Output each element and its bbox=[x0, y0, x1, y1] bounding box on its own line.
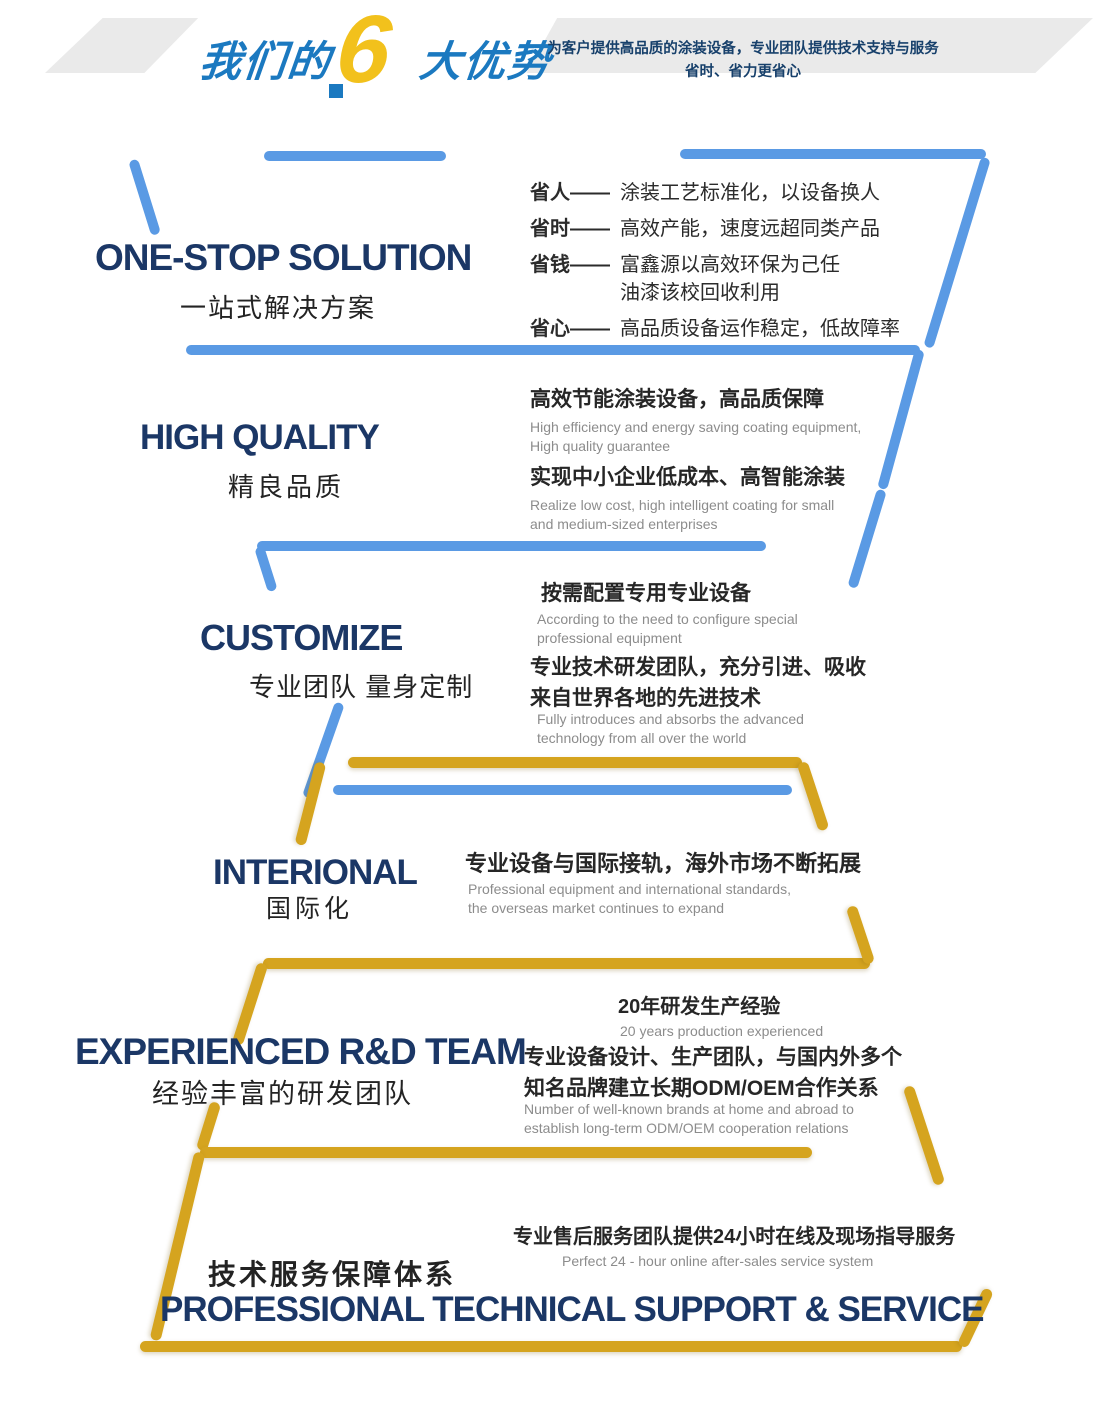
connector-yellow-8 bbox=[200, 1147, 812, 1158]
section-customize-title-cn: 专业团队 量身定制 bbox=[249, 672, 474, 702]
connector-blue-2 bbox=[264, 151, 446, 161]
customize-point-cn: 专业技术研发团队，充分引进、吸收 来自世界各地的先进技术 bbox=[530, 656, 866, 710]
connector-yellow-4 bbox=[263, 958, 870, 969]
list-item: 省人—— 涂装工艺标准化，以设备换人 bbox=[530, 179, 900, 207]
support-point-en: Perfect 24 - hour online after-sales ser… bbox=[562, 1253, 874, 1269]
item-label: 省心—— bbox=[530, 318, 610, 340]
header-tagline: 为客户提供高品质的涂装设备，专业团队提供技术支持与服务 省时、省力更省心 bbox=[545, 38, 941, 84]
list-item: 省心—— 高品质设备运作稳定，低故障率 bbox=[530, 315, 900, 343]
section-customize-title-en: CUSTOMIZE bbox=[200, 617, 403, 658]
rd-team-point-en: Number of well-known brands at home and … bbox=[524, 1101, 854, 1136]
item-text: 富鑫源以高效环保为己任 油漆该校回收利用 bbox=[620, 254, 840, 304]
section-one-stop-title-en: ONE-STOP SOLUTION bbox=[95, 237, 472, 278]
item-label: 省人—— bbox=[530, 182, 610, 204]
section-rd-team-title-cn: 经验丰富的研发团队 bbox=[152, 1079, 413, 1109]
list-item: 省时—— 高效产能，速度远超同类产品 bbox=[530, 215, 900, 243]
international-point-cn: 专业设备与国际接轨，海外市场不断拓展 bbox=[465, 851, 862, 876]
connector-blue-11 bbox=[333, 785, 792, 795]
header-title-suffix: 大优势 bbox=[417, 38, 555, 85]
connector-yellow-1 bbox=[348, 757, 802, 768]
item-label: 省钱—— bbox=[530, 254, 610, 276]
connector-blue-5 bbox=[186, 345, 920, 355]
customize-point-cn: 按需配置专用专业设备 bbox=[541, 582, 751, 605]
item-text: 涂装工艺标准化，以设备换人 bbox=[620, 182, 880, 204]
connector-blue-6 bbox=[877, 348, 925, 491]
section-high-quality-title-cn: 精良品质 bbox=[228, 472, 345, 502]
connector-yellow-9 bbox=[902, 1084, 946, 1187]
connector-yellow-5 bbox=[845, 904, 876, 966]
rd-team-point-cn: 20年研发生产经验 bbox=[618, 996, 781, 1018]
high-quality-point-en: Realize low cost, high intelligent coati… bbox=[530, 497, 835, 532]
rd-team-point-cn: 专业设备设计、生产团队，与国内外多个 知名品牌建立长期ODM/OEM合作关系 bbox=[524, 1046, 902, 1100]
connector-blue-9 bbox=[254, 545, 278, 593]
high-quality-point-cn: 实现中小企业低成本、高智能涂装 bbox=[530, 466, 845, 489]
connector-blue-8 bbox=[257, 541, 766, 551]
rd-team-point-en: 20 years production experienced bbox=[620, 1023, 824, 1039]
customize-point-en: Fully introduces and absorbs the advance… bbox=[537, 711, 804, 746]
high-quality-point-cn: 高效节能涂装设备，高品质保障 bbox=[530, 388, 824, 411]
high-quality-point-en: High efficiency and energy saving coatin… bbox=[530, 419, 862, 454]
connector-yellow-2 bbox=[796, 760, 830, 832]
international-point-en: Professional equipment and international… bbox=[468, 881, 791, 916]
section-support-title-cn: 技术服务保障体系 bbox=[208, 1259, 457, 1290]
section-support-title-en: PROFESSIONAL TECHNICAL SUPPORT & SERVICE bbox=[160, 1290, 984, 1329]
header-tagline-line2: 省时、省力更省心 bbox=[685, 64, 801, 80]
item-label: 省时—— bbox=[530, 218, 610, 240]
connector-blue-4 bbox=[923, 156, 991, 349]
connector-blue-3 bbox=[680, 149, 986, 159]
connector-blue-7 bbox=[847, 488, 887, 590]
item-text: 高品质设备运作稳定，低故障率 bbox=[620, 318, 900, 340]
section-one-stop-title-cn: 一站式解决方案 bbox=[180, 293, 377, 323]
item-text: 高效产能，速度远超同类产品 bbox=[620, 218, 880, 240]
section-international-title-cn: 国际化 bbox=[266, 895, 354, 923]
section-one-stop-items: 省人—— 涂装工艺标准化，以设备换人 省时—— 高效产能，速度远超同类产品 省钱… bbox=[530, 179, 900, 343]
header-accent-square-icon bbox=[329, 84, 343, 98]
customize-point-en: According to the need to configure speci… bbox=[537, 611, 798, 646]
connector-blue-1 bbox=[128, 158, 161, 236]
connector-yellow-11 bbox=[140, 1341, 962, 1352]
list-item: 省钱—— 富鑫源以高效环保为己任 油漆该校回收利用 bbox=[530, 251, 900, 307]
section-international-title-en: INTERIONAL bbox=[213, 853, 418, 892]
section-rd-team-title-en: EXPERIENCED R&D TEAM bbox=[75, 1031, 527, 1072]
header-title-prefix: 我们的 bbox=[197, 38, 335, 85]
header-tagline-line1: 为客户提供高品质的涂装设备，专业团队提供技术支持与服务 bbox=[547, 41, 939, 57]
support-point-cn: 专业售后服务团队提供24小时在线及现场指导服务 bbox=[513, 1226, 956, 1248]
section-high-quality-title-en: HIGH QUALITY bbox=[140, 418, 380, 457]
